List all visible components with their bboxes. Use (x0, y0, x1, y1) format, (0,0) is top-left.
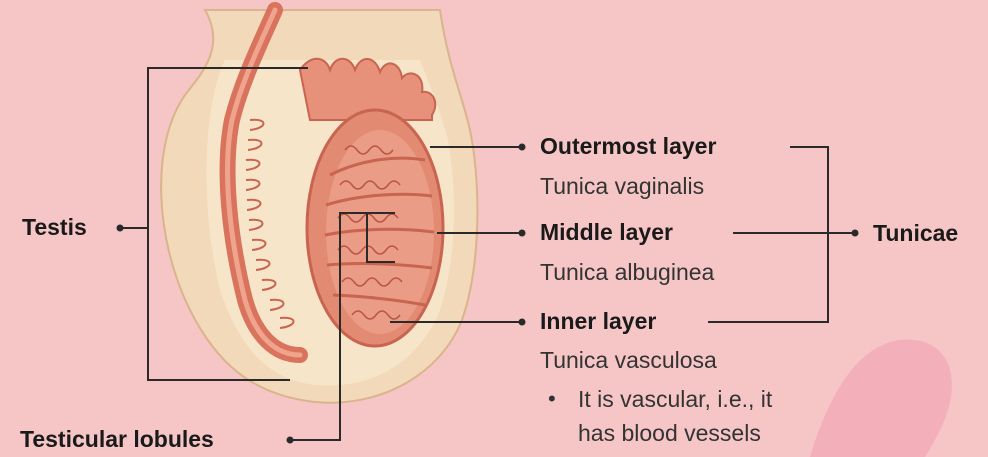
note-line-1: It is vascular, i.e., it (578, 386, 772, 413)
middle-layer-title: Middle layer (540, 219, 673, 246)
outermost-layer-name: Tunica vaginalis (540, 173, 704, 200)
outermost-layer-title: Outermost layer (540, 133, 716, 160)
testicular-lobules-label: Testicular lobules (20, 426, 214, 453)
inner-layer-title: Inner layer (540, 308, 656, 335)
middle-layer-name: Tunica albuginea (540, 259, 714, 286)
testis-label: Testis (22, 214, 87, 241)
bullet-icon: • (548, 386, 556, 412)
watermark-shape (810, 340, 952, 457)
inner-layer-name: Tunica vasculosa (540, 347, 717, 374)
tunicae-label: Tunicae (873, 220, 958, 247)
note-line-2: has blood vessels (578, 420, 761, 447)
tunicae-bracket-line (708, 147, 828, 322)
